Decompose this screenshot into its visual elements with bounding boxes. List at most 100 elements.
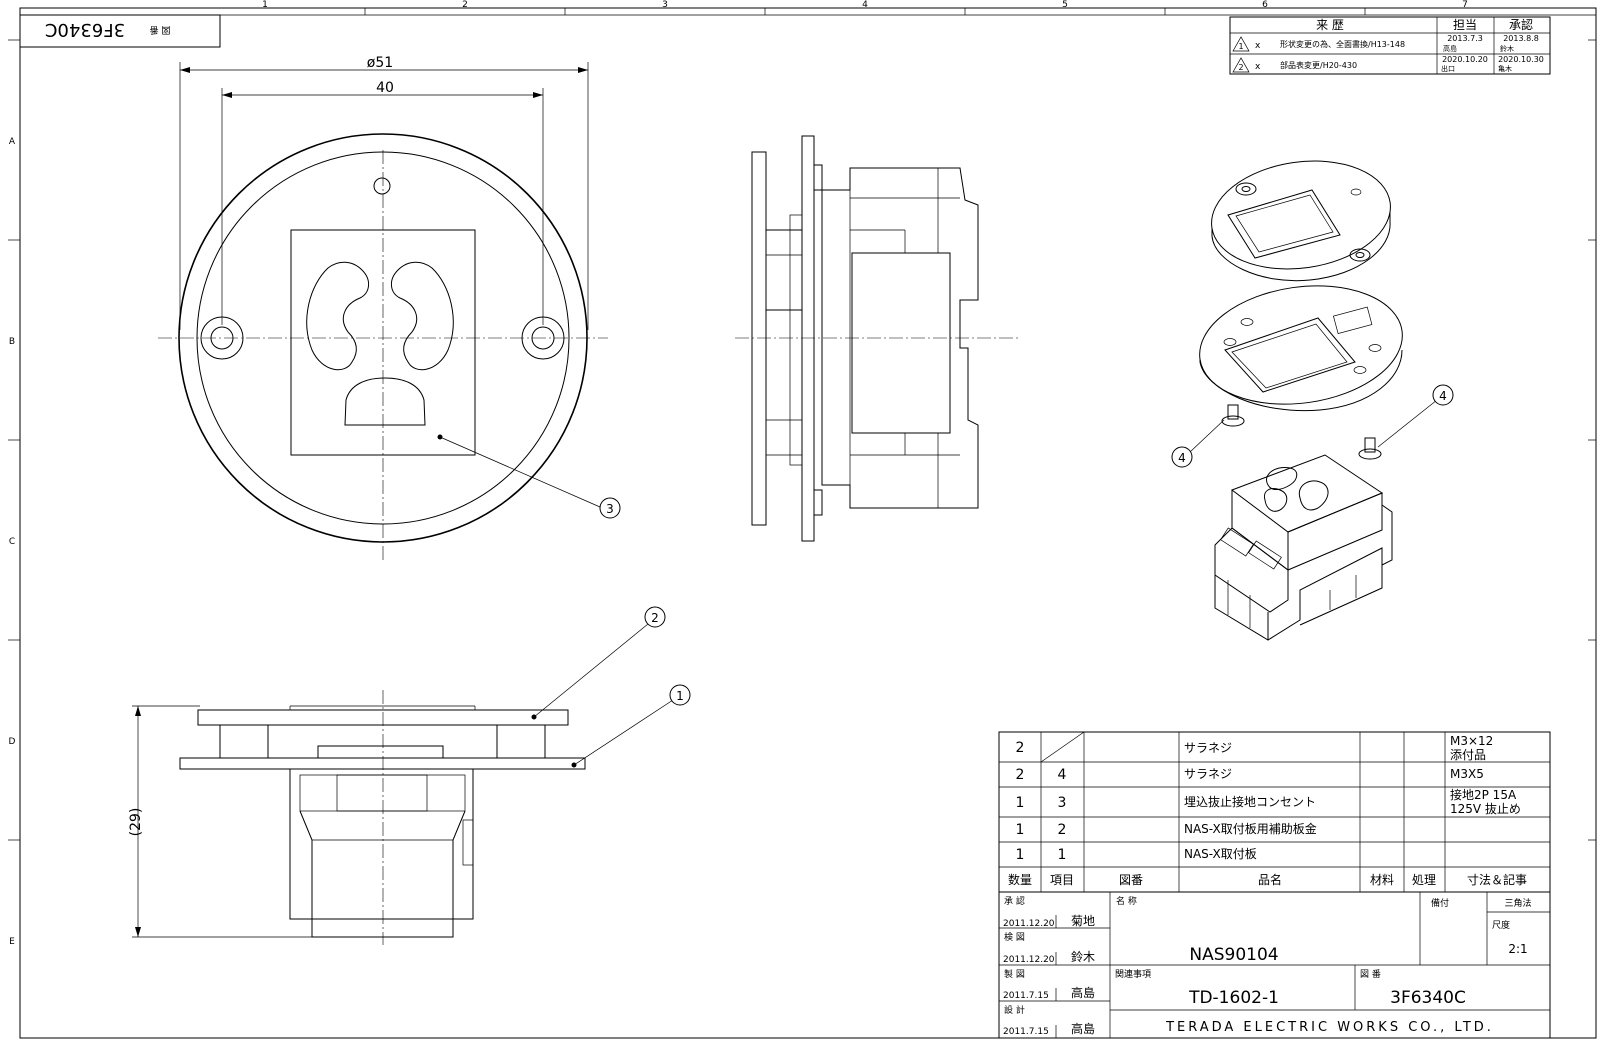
parts-row-2-item: 4 [1058,767,1067,783]
draw-name: 高島 [1071,985,1095,1000]
drawing-number-value: 3F6340C [1390,988,1466,1008]
balloon-1: 1 [676,689,684,703]
balloon-4-left: 4 [1178,451,1186,465]
title-block: 承 認 2011.12.20 菊地 検 図 2011.12.20 鈴木 製 図 … [998,891,1551,1039]
projection-label: 三角法 [1504,897,1531,909]
grid-row-c: C [9,537,15,547]
check-label: 検 図 [1004,931,1025,943]
parts-row-1-qty: 2 [1016,740,1025,756]
grid-col-7: 7 [1462,0,1468,10]
draw-date: 2011.7.15 [1003,991,1049,1001]
revision-2-date1: 2020.10.20 [1442,55,1488,64]
check-date: 2011.12.20 [1003,955,1055,965]
parts-header-item: 項目 [1050,873,1074,887]
approve-date: 2011.12.20 [1003,919,1055,929]
balloon-2: 2 [651,611,659,625]
balloon-3: 3 [606,502,614,516]
parts-row-1-note-2: 添付品 [1450,748,1486,762]
design-date: 2011.7.15 [1003,1027,1049,1037]
revision-1-sym: x [1255,41,1261,51]
revision-2-date2: 2020.10.30 [1498,55,1544,64]
related-value: TD-1602-1 [1188,988,1279,1008]
parts-header-dwg: 図番 [1119,873,1143,887]
parts-row-3-note: 接地2P 15A [1450,787,1517,802]
grid-col-4: 4 [862,0,868,10]
revision-triangle-icon [1232,36,1250,52]
parts-row-4-name: NAS-X取付板用補助板金 [1184,821,1317,836]
grid-column-labels: 1 2 3 4 5 6 7 [262,0,1468,10]
grid-row-labels: A B C D E [9,137,16,947]
isometric-view: 4 4 [1171,160,1454,641]
design-label: 設 計 [1004,1004,1025,1016]
revision-1-date1: 2013.7.3 [1447,34,1483,43]
flipped-drawing-number-label: 図 番 [150,24,171,36]
parts-row-1-note: M3×12 [1450,734,1493,748]
parts-row-2-qty: 2 [1016,767,1025,783]
parts-row-4-item: 2 [1058,822,1067,838]
grid-row-d: D [9,737,16,747]
draw-label: 製 図 [1004,968,1025,980]
revision-2-sym: x [1255,62,1261,72]
company-name: TERADA ELECTRIC WORKS CO., LTD. [1165,1020,1494,1035]
parts-row-3-qty: 1 [1016,795,1025,811]
approve-label: 承 認 [1004,895,1025,907]
front-view: ø51 40 3 [158,55,621,560]
grid-row-a: A [9,137,16,147]
name-label: 名 称 [1116,895,1137,907]
balloon-4-right: 4 [1439,389,1447,403]
parts-row-4-qty: 1 [1016,822,1025,838]
revision-1-name1: 高島 [1443,44,1457,53]
grid-col-2: 2 [462,0,468,10]
revision-1-desc: 形状変更の為、全面書換/H13-148 [1280,39,1405,49]
grid-row-e: E [9,937,15,947]
scale-value: 2:1 [1508,942,1527,956]
grid-col-6: 6 [1262,0,1268,10]
parts-row-3-note-2: 125V 抜止め [1450,802,1521,816]
dimension-outer-diameter: ø51 [367,55,393,71]
scale-label: 尺度 [1492,919,1510,931]
revision-header-approval: 承認 [1509,17,1533,32]
parts-row-5-item: 1 [1058,847,1067,863]
parts-row-3-item: 3 [1058,795,1067,811]
dimension-height: (29) [128,808,144,837]
parts-row-5-qty: 1 [1016,847,1025,863]
revision-2-name2: 亀木 [1498,64,1512,73]
bottom-view: (29) 2 1 [128,606,691,945]
grid-col-1: 1 [262,0,268,10]
remarks-label: 備付 [1431,897,1449,909]
revision-header-in-charge: 担当 [1453,18,1477,32]
related-label: 関連事項 [1115,968,1151,980]
flipped-drawing-number: 3F6340C [45,19,125,40]
parts-header-note: 寸法＆記事 [1467,872,1527,887]
revision-2-mark: 2 [1238,63,1243,72]
parts-header-qty: 数量 [1008,872,1032,887]
revision-triangle-icon [1232,57,1250,73]
name-value: NAS90104 [1189,945,1278,965]
revision-header-history: 来 歴 [1316,18,1344,32]
approve-name: 菊地 [1071,914,1095,928]
drawing-number-label: 図 番 [1360,968,1381,980]
parts-row-3-name: 埋込抜止接地コンセント [1184,794,1316,809]
parts-row-2-name: サラネジ [1184,767,1232,781]
revision-1-mark: 1 [1238,42,1243,51]
revision-2-name1: 出口 [1441,64,1455,73]
parts-row-1-name: サラネジ [1184,741,1232,755]
revision-1-name2: 鈴木 [1500,44,1514,53]
parts-header-process: 処理 [1412,873,1436,887]
parts-row-5-name: NAS-X取付板 [1184,847,1257,861]
parts-header-material: 材料 [1370,873,1394,887]
flipped-drawing-number-box: 3F6340C 図 番 [19,14,221,48]
design-name: 高島 [1071,1021,1095,1036]
grid-col-5: 5 [1062,0,1068,10]
grid-col-3: 3 [662,0,668,10]
parts-row-2-note: M3X5 [1450,767,1484,781]
dimension-hole-pitch: 40 [376,80,394,96]
grid-row-b: B [9,337,15,347]
revision-table: 来 歴 担当 承認 1 x 形状変更の為、全面書換/H13-148 2013.7… [1229,16,1551,75]
revision-2-desc: 部品表変更/H20-430 [1280,60,1357,70]
revision-1-date2: 2013.8.8 [1503,34,1539,43]
check-name: 鈴木 [1071,949,1095,964]
parts-header-name: 品名 [1258,872,1282,887]
parts-list: 2 サラネジ M3×12 添付品 2 4 サラネジ M3X5 1 3 埋込抜止接… [998,731,1551,893]
